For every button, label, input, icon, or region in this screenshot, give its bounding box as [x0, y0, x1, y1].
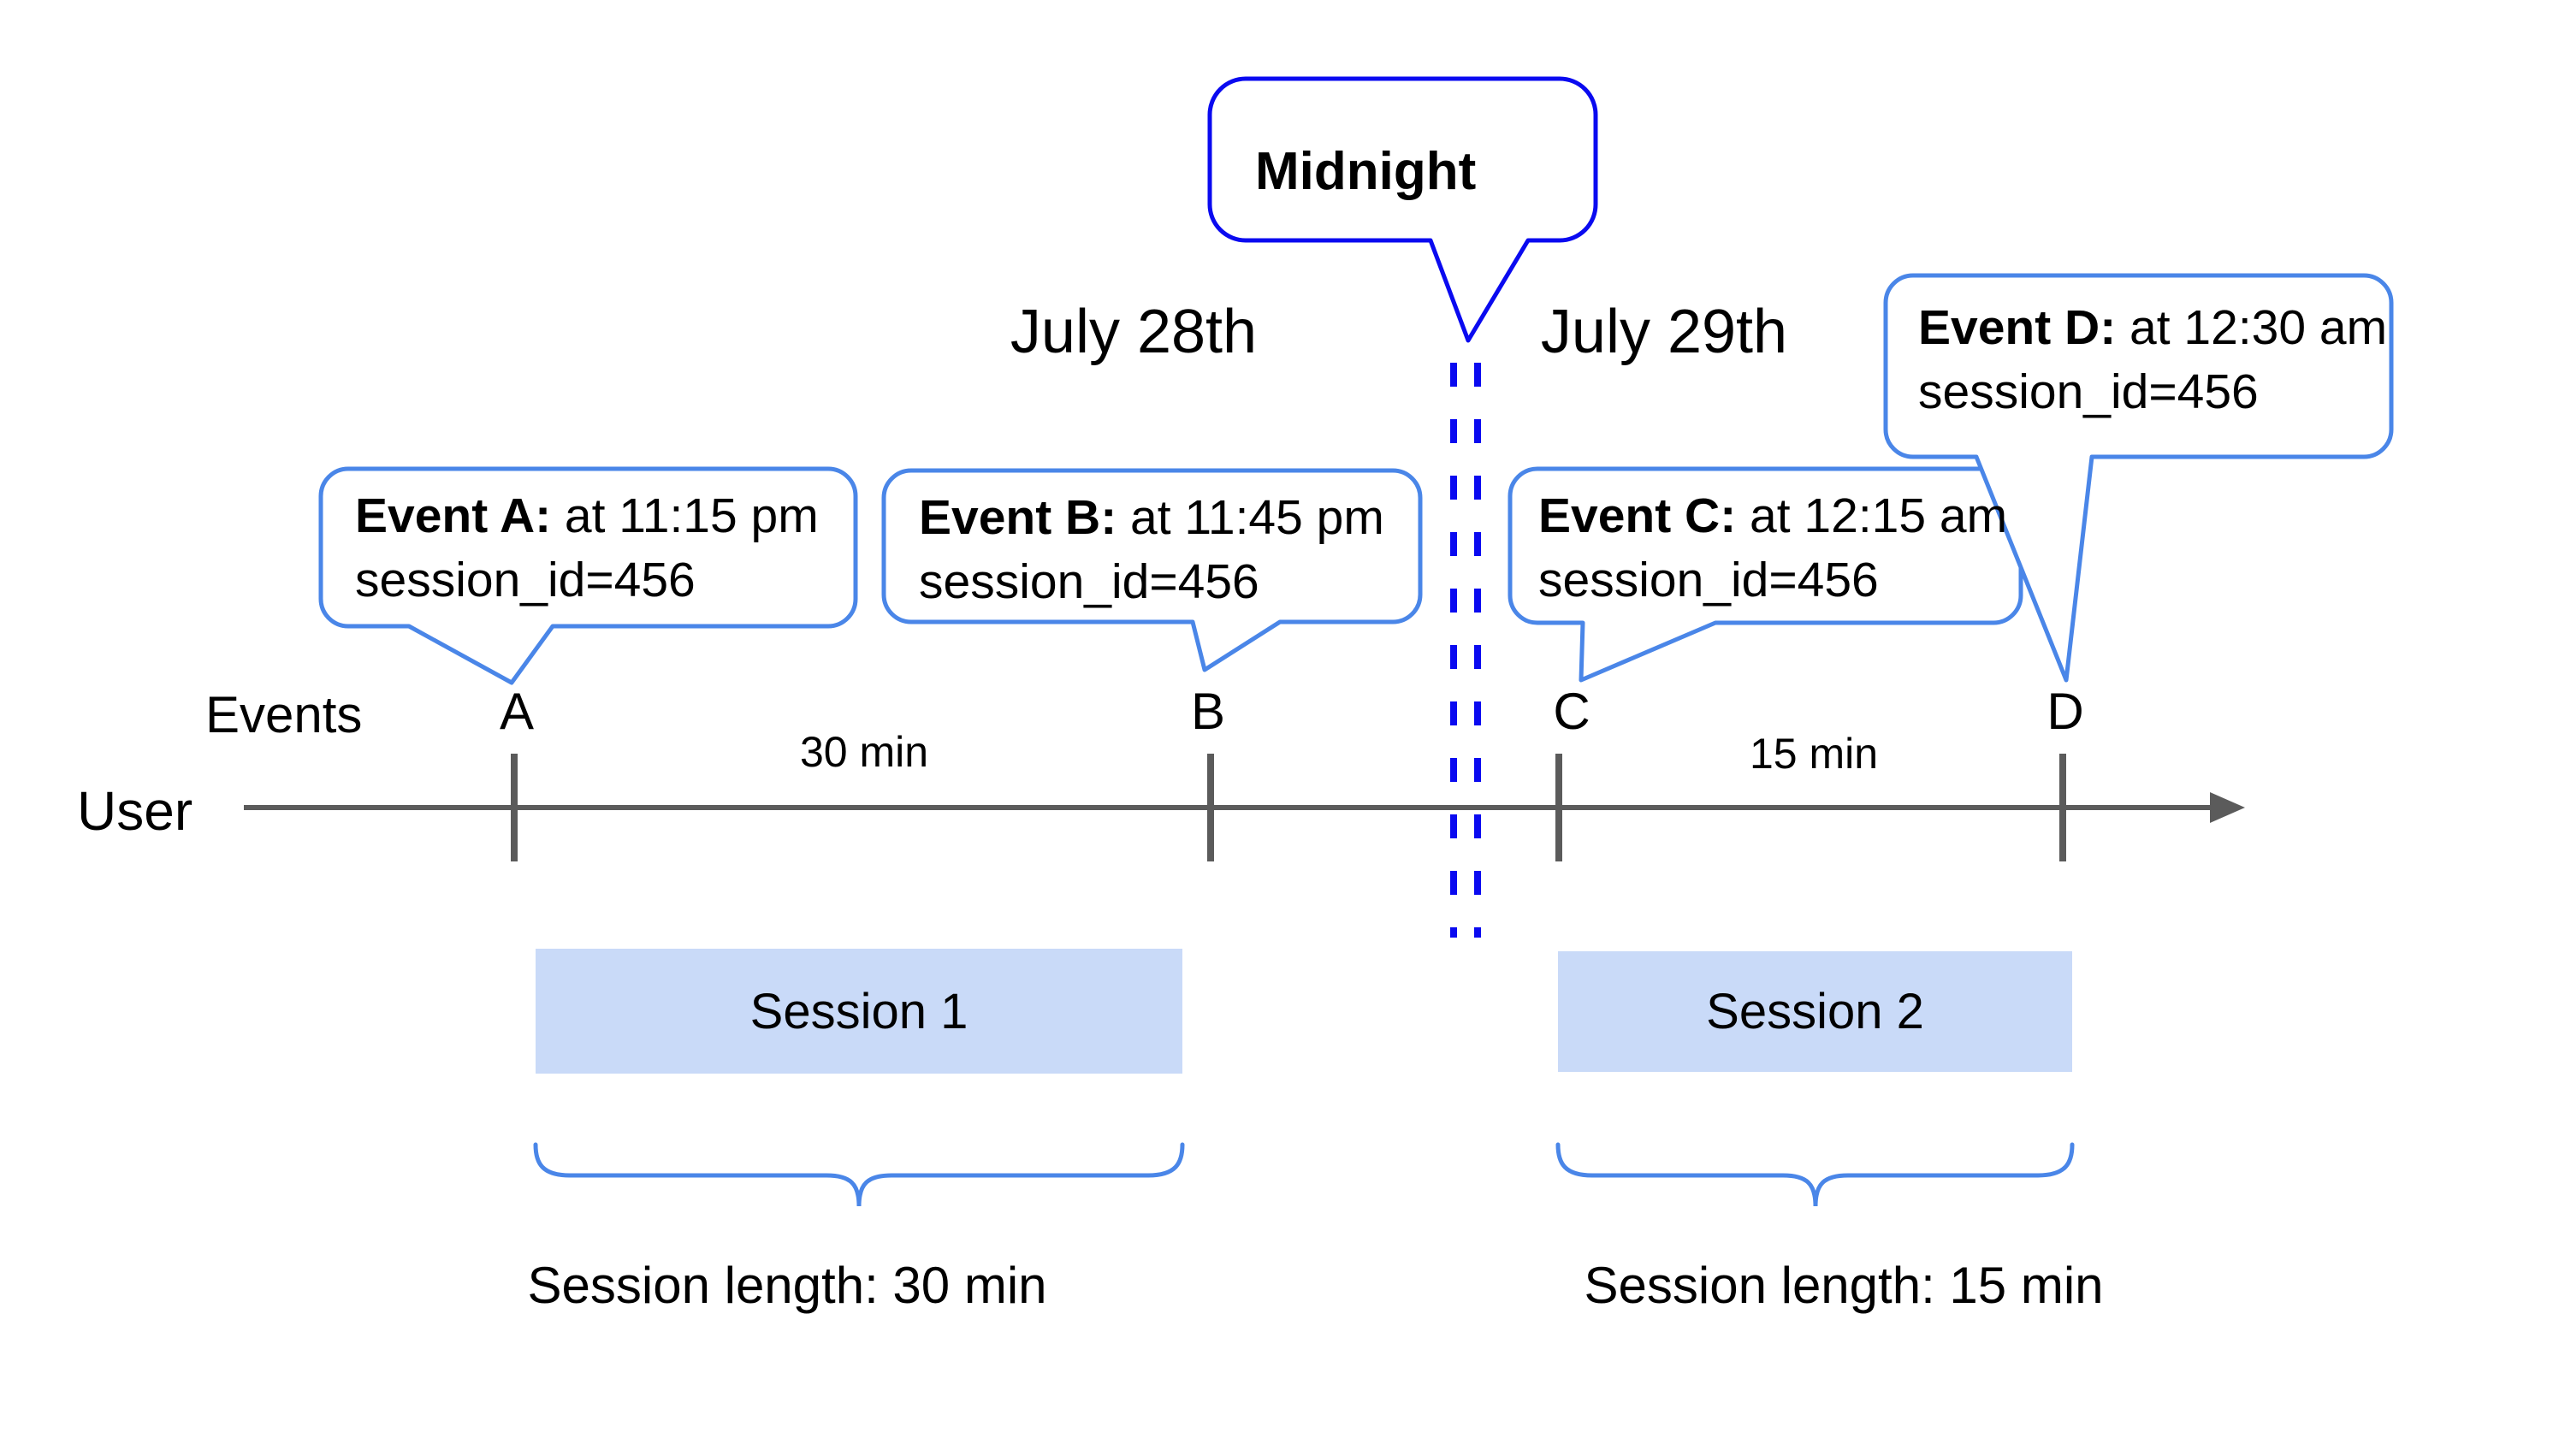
tick-letter-a: A — [499, 683, 535, 740]
midnight-divider-dashed-lines — [1450, 363, 1481, 938]
event-c-callout-text: Event C: at 12:15 am session_id=456 — [1538, 484, 2007, 613]
event-b-title: Event B: — [919, 490, 1117, 545]
event-b-line-1: Event B: at 11:45 pm — [919, 486, 1384, 550]
event-d-callout-text: Event D: at 12:30 am session_id=456 — [1918, 296, 2387, 424]
event-d-session-id: session_id=456 — [1918, 364, 2259, 420]
tick-letter-d: D — [2047, 683, 2084, 740]
event-b-callout-text: Event B: at 11:45 pm session_id=456 — [919, 486, 1384, 614]
event-b-callout-bubble — [881, 468, 1423, 672]
event-c-title: Event C: — [1538, 488, 1737, 543]
event-a-line-1: Event A: at 11:15 pm — [355, 484, 819, 548]
session-1-brace-icon — [533, 1142, 1185, 1207]
event-a-time: at 11:15 pm — [551, 488, 819, 543]
tick-letter-b: B — [1190, 683, 1226, 740]
event-d-line-1: Event D: at 12:30 am — [1918, 296, 2387, 360]
session-2-length-label: Session length: 15 min — [1584, 1257, 2104, 1314]
event-b-time: at 11:45 pm — [1117, 490, 1384, 545]
event-c-time: at 12:15 am — [1736, 488, 2008, 543]
session-1-box: Session 1 — [536, 949, 1182, 1074]
event-a-callout-bubble — [318, 466, 858, 685]
event-c-line-1: Event C: at 12:15 am — [1538, 484, 2007, 548]
event-d-time: at 12:30 am — [2116, 300, 2388, 355]
segment-label-30-min: 30 min — [799, 728, 929, 776]
event-a-callout-text: Event A: at 11:15 pm session_id=456 — [355, 484, 819, 613]
date-label-july-29: July 29th — [1540, 298, 1788, 366]
date-label-july-28: July 28th — [1010, 298, 1258, 366]
session-2-box: Session 2 — [1558, 951, 2072, 1072]
session-1-label: Session 1 — [749, 983, 968, 1039]
timeline-arrowhead-icon — [2210, 792, 2245, 823]
midnight-label: Midnight — [1255, 142, 1477, 201]
event-a-title: Event A: — [355, 488, 552, 543]
midnight-callout-bubble — [1207, 76, 1598, 343]
session-2-label: Session 2 — [1706, 984, 1924, 1039]
event-d-title: Event D: — [1918, 300, 2117, 355]
tick-letter-c: C — [1553, 683, 1590, 740]
event-b-session-id: session_id=456 — [919, 554, 1259, 610]
event-d-callout-bubble — [1883, 273, 2394, 683]
event-a-session-id: session_id=456 — [355, 553, 696, 608]
event-c-session-id: session_id=456 — [1538, 553, 1879, 608]
session-2-brace-icon — [1555, 1142, 2075, 1207]
user-axis-label: User — [77, 780, 193, 842]
user-timeline-axis — [244, 754, 2245, 861]
segment-label-15-min: 15 min — [1749, 730, 1879, 778]
session-1-length-label: Session length: 30 min — [527, 1257, 1047, 1314]
events-axis-label: Events — [205, 686, 363, 743]
